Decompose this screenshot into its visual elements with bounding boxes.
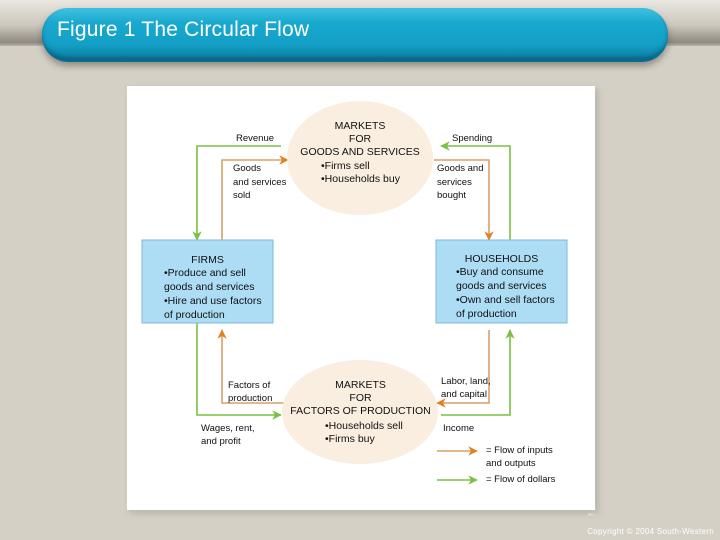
- flow-goods-sold-arrow: [221, 155, 289, 240]
- node-firms-bullet-1b: goods and services: [164, 281, 255, 293]
- legend-inputs-label-2: and outputs: [486, 458, 536, 469]
- node-markets-factors-bullet-2: •Firms buy: [325, 433, 375, 445]
- flow-label-labor-2: and capital: [441, 389, 487, 400]
- flow-label-goods-sold-3: sold: [233, 190, 251, 201]
- node-households-title: HOUSEHOLDS: [464, 253, 539, 265]
- flow-label-factors-2: production: [228, 393, 273, 404]
- flow-wages-arrow: [196, 322, 282, 420]
- node-firms-bullet-1a: •Produce and sell: [164, 267, 246, 279]
- node-households-bullet-2a: •Own and sell factors: [456, 294, 555, 306]
- node-markets-factors-title-1: MARKETS: [335, 379, 386, 391]
- flow-label-goods-sold-1: Goods: [233, 163, 261, 174]
- legend-inputs-label-1: = Flow of inputs: [486, 445, 553, 456]
- node-markets-goods-title-3: GOODS AND SERVICES: [300, 146, 420, 158]
- node-markets-goods-title-2: FOR: [348, 133, 372, 145]
- node-firms-bullet-2b: of production: [164, 309, 225, 321]
- flow-factors-arrow: [217, 329, 285, 404]
- page-title: Figure 1 The Circular Flow: [57, 18, 310, 41]
- node-firms: [141, 239, 274, 324]
- node-households: [435, 239, 568, 324]
- node-households-bullet-1a: •Buy and consume: [456, 266, 544, 278]
- flow-label-revenue: Revenue: [236, 133, 275, 144]
- flow-label-wages-2: and profit: [201, 436, 241, 447]
- flow-label-goods-bought-2: services: [437, 177, 472, 188]
- flow-income-arrow: [441, 329, 515, 416]
- title-banner: [42, 8, 668, 62]
- node-markets-factors-title-2: FOR: [349, 392, 372, 404]
- flow-label-labor-1: Labor, land,: [441, 376, 491, 387]
- node-markets-goods-title-1: MARKETS: [334, 120, 386, 132]
- flow-label-wages-1: Wages, rent,: [201, 423, 255, 434]
- footer-copyright: Copyright © 2004 South-Western: [587, 527, 714, 536]
- flow-revenue-arrow: [192, 145, 281, 241]
- flow-label-goods-sold-2: and services: [233, 177, 287, 188]
- flow-label-spending: Spending: [452, 133, 493, 144]
- node-markets-goods-bullet-2: •Households buy: [321, 173, 400, 185]
- flow-spending-arrow: [440, 141, 511, 247]
- node-households-bullet-1b: goods and services: [456, 280, 547, 292]
- flow-label-income: Income: [443, 423, 475, 434]
- node-households-bullet-2b: of production: [456, 308, 517, 320]
- node-markets-factors-bullet-1: •Households sell: [325, 420, 403, 432]
- node-markets-factors-title-3: FACTORS OF PRODUCTION: [290, 405, 431, 417]
- node-firms-title: FIRMS: [191, 254, 224, 266]
- node-firms-bullet-2a: •Hire and use factors: [164, 295, 262, 307]
- node-markets-goods: [287, 101, 433, 215]
- flow-goods-bought-arrow: [434, 159, 494, 241]
- node-markets-factors: [282, 360, 438, 464]
- flow-label-factors-1: Factors of: [228, 380, 271, 391]
- flow-label-goods-bought-3: bought: [437, 190, 467, 201]
- flow-label-goods-bought-1: Goods and: [437, 163, 484, 174]
- legend-dollars-label: = Flow of dollars: [486, 474, 556, 485]
- node-markets-goods-bullet-1: •Firms sell: [321, 160, 370, 172]
- flow-labor-arrow: [436, 330, 490, 408]
